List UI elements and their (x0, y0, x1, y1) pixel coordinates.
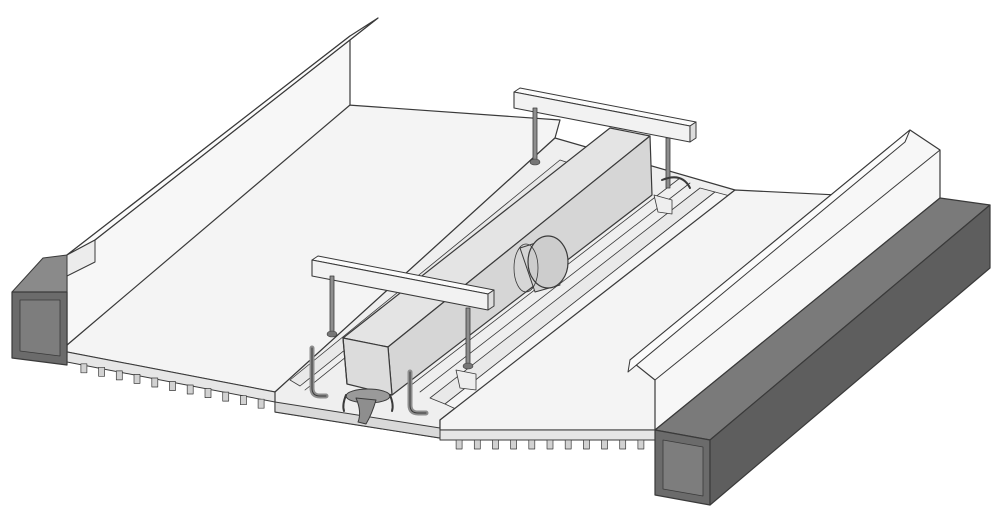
deck-rib (115, 370, 123, 381)
left-wall (66, 17, 379, 346)
deck-rib (473, 439, 481, 450)
deck-rib (601, 439, 608, 450)
left-end-box (11, 254, 68, 366)
deck-rib (98, 366, 105, 377)
deck-rib (637, 439, 645, 450)
right-end-box-side (709, 204, 991, 506)
right-floor-edge (439, 429, 656, 441)
right-deck-ribs (455, 439, 645, 450)
deck-rib (169, 381, 176, 391)
deck-rib (186, 384, 194, 395)
duct-pipe-end (513, 235, 569, 293)
deck-rib (240, 395, 247, 406)
deck-rib (222, 391, 230, 402)
right-end-box (654, 197, 991, 506)
left-wall-inner-line (94, 17, 379, 241)
deck-rib (455, 439, 463, 450)
back-hanger (513, 87, 697, 215)
deck-rib (492, 439, 499, 450)
deck-rib (583, 439, 590, 450)
left-end-box-top (11, 254, 68, 293)
right-wall-lip (627, 129, 911, 373)
deck-rib (510, 439, 517, 450)
front-hanger (311, 255, 495, 391)
deck-rib (564, 439, 572, 450)
deck-rib (528, 439, 536, 450)
deck-rib (204, 388, 212, 398)
deck-rib (619, 439, 627, 450)
left-end-box-inner (19, 299, 61, 357)
right-end-box-inner (662, 439, 704, 497)
deck-rib (151, 377, 159, 388)
front-drain-hardware (309, 345, 429, 425)
deck-rib (80, 363, 88, 374)
deck-rib (546, 439, 554, 450)
deck-rib (257, 398, 265, 409)
left-deck-ribs (80, 363, 265, 409)
deck-rib (133, 374, 141, 384)
